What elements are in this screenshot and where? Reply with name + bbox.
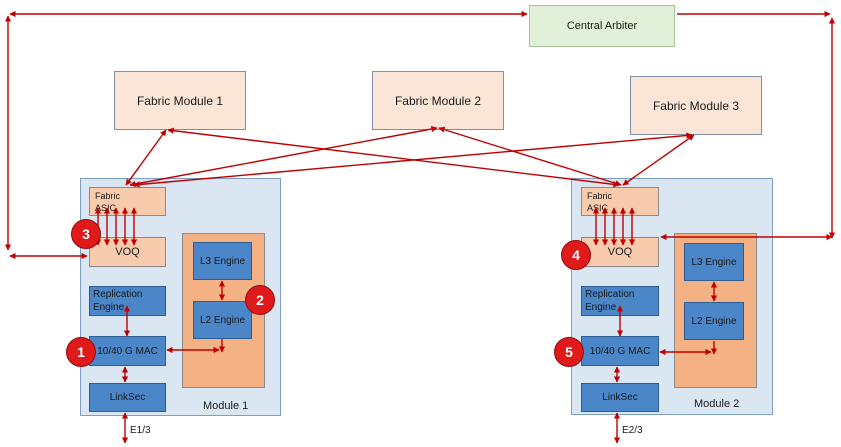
module-2-l2-engine: L2 Engine bbox=[684, 302, 744, 340]
central-arbiter-label: Central Arbiter bbox=[566, 20, 638, 32]
module-2-linksec-label: LinkSec bbox=[602, 392, 638, 403]
badge-1-number: 1 bbox=[77, 344, 85, 360]
module-1-mac-label: 10/40 G MAC bbox=[97, 345, 158, 357]
fm1-asic2-link bbox=[167, 127, 620, 188]
module-1-replication-line-1: Replication bbox=[93, 289, 143, 300]
module-1-l3-engine-label: L3 Engine bbox=[199, 255, 246, 267]
module-1-voq-label: VOQ bbox=[115, 246, 140, 258]
badge-4: 4 bbox=[561, 240, 591, 270]
module-2-mac-label: 10/40 G MAC bbox=[589, 345, 651, 357]
badge-5-number: 5 bbox=[565, 344, 573, 360]
fm3-asic2-link bbox=[622, 134, 695, 186]
badge-5: 5 bbox=[554, 337, 584, 367]
module-1-l3-engine: L3 Engine bbox=[193, 242, 252, 280]
central-arbiter: Central Arbiter bbox=[529, 5, 675, 47]
badge-1: 1 bbox=[66, 337, 96, 367]
fabric-module-3: Fabric Module 3 bbox=[630, 76, 762, 135]
module-2-voq-label: VOQ bbox=[607, 246, 633, 258]
fm2-asic2-link bbox=[438, 126, 622, 187]
badge-2: 2 bbox=[245, 285, 275, 315]
fabric-module-2-label: Fabric Module 2 bbox=[394, 93, 482, 108]
module-1-replication-line-2: Engine bbox=[93, 302, 125, 313]
module-2-mac: 10/40 G MAC bbox=[581, 336, 659, 366]
port-e1-3-label: E1/3 bbox=[130, 425, 151, 436]
fm1-asic1-link bbox=[125, 129, 167, 186]
module-2-l3-engine: L3 Engine bbox=[684, 243, 744, 281]
fabric-module-1-label: Fabric Module 1 bbox=[136, 93, 224, 108]
module-1-label: Module 1 bbox=[203, 400, 249, 412]
module-2-label: Module 2 bbox=[694, 398, 740, 410]
badge-2-number: 2 bbox=[256, 292, 264, 308]
module-2-fabric-asic-line-1: Fabric bbox=[587, 191, 613, 201]
module-1-l2-engine-label: L2 Engine bbox=[199, 314, 246, 326]
fm3-asic1-link bbox=[133, 132, 693, 188]
module-2-replication-line-2: Engine bbox=[585, 302, 617, 313]
module-1-linksec: LinkSec bbox=[89, 383, 166, 412]
badge-3: 3 bbox=[71, 219, 101, 249]
module-2-replication-line-1: Replication bbox=[585, 289, 635, 300]
module-1-fabric-asic-line-1: Fabric bbox=[95, 191, 121, 201]
module-1-linksec-label: LinkSec bbox=[109, 392, 146, 403]
module-1-l2-engine: L2 Engine bbox=[193, 301, 252, 339]
port-e2-3-label: E2/3 bbox=[622, 425, 643, 436]
module-2-l2-engine-label: L2 Engine bbox=[691, 315, 737, 327]
module-2-linksec: LinkSec bbox=[581, 383, 659, 412]
badge-4-number: 4 bbox=[572, 247, 580, 263]
badge-3-number: 3 bbox=[82, 226, 90, 242]
fabric-module-2: Fabric Module 2 bbox=[372, 71, 504, 130]
fabric-module-3-label: Fabric Module 3 bbox=[652, 98, 740, 113]
module-2-l3-engine-label: L3 Engine bbox=[691, 256, 737, 268]
